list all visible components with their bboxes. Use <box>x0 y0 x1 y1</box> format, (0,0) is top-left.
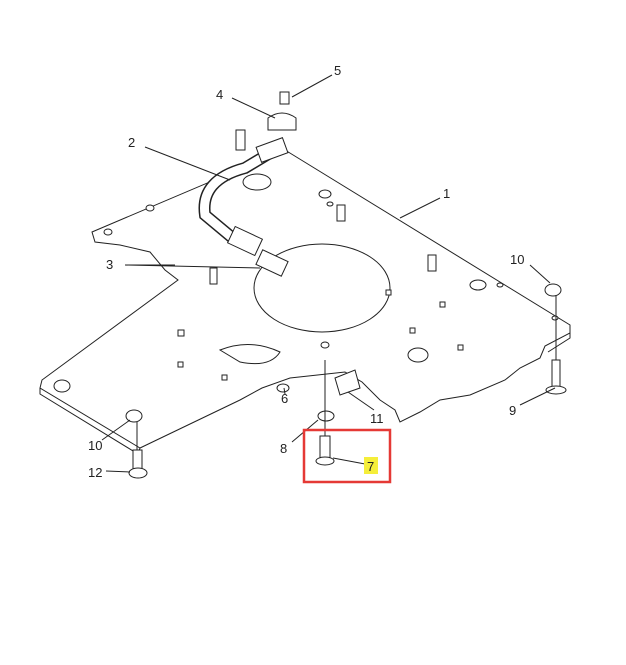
callout-9: 9 <box>509 403 516 418</box>
callout-2: 2 <box>128 135 135 150</box>
large-opening <box>253 243 391 333</box>
callout-10-left: 10 <box>88 438 102 453</box>
callout-1: 1 <box>443 186 450 201</box>
callout-10-right: 10 <box>510 252 524 267</box>
callout-7: 7 <box>367 459 374 474</box>
bolt-7 <box>319 435 331 459</box>
slot <box>218 344 281 365</box>
callout-5: 5 <box>334 63 341 78</box>
callout-8: 8 <box>280 441 287 456</box>
callout-3: 3 <box>106 257 113 272</box>
callout-11: 11 <box>370 411 384 426</box>
highlight-label-bg <box>364 457 378 474</box>
callout-12: 12 <box>88 465 102 480</box>
callout-6: 6 <box>281 391 288 406</box>
callout-4: 4 <box>216 87 223 102</box>
highlight-box <box>302 428 392 484</box>
